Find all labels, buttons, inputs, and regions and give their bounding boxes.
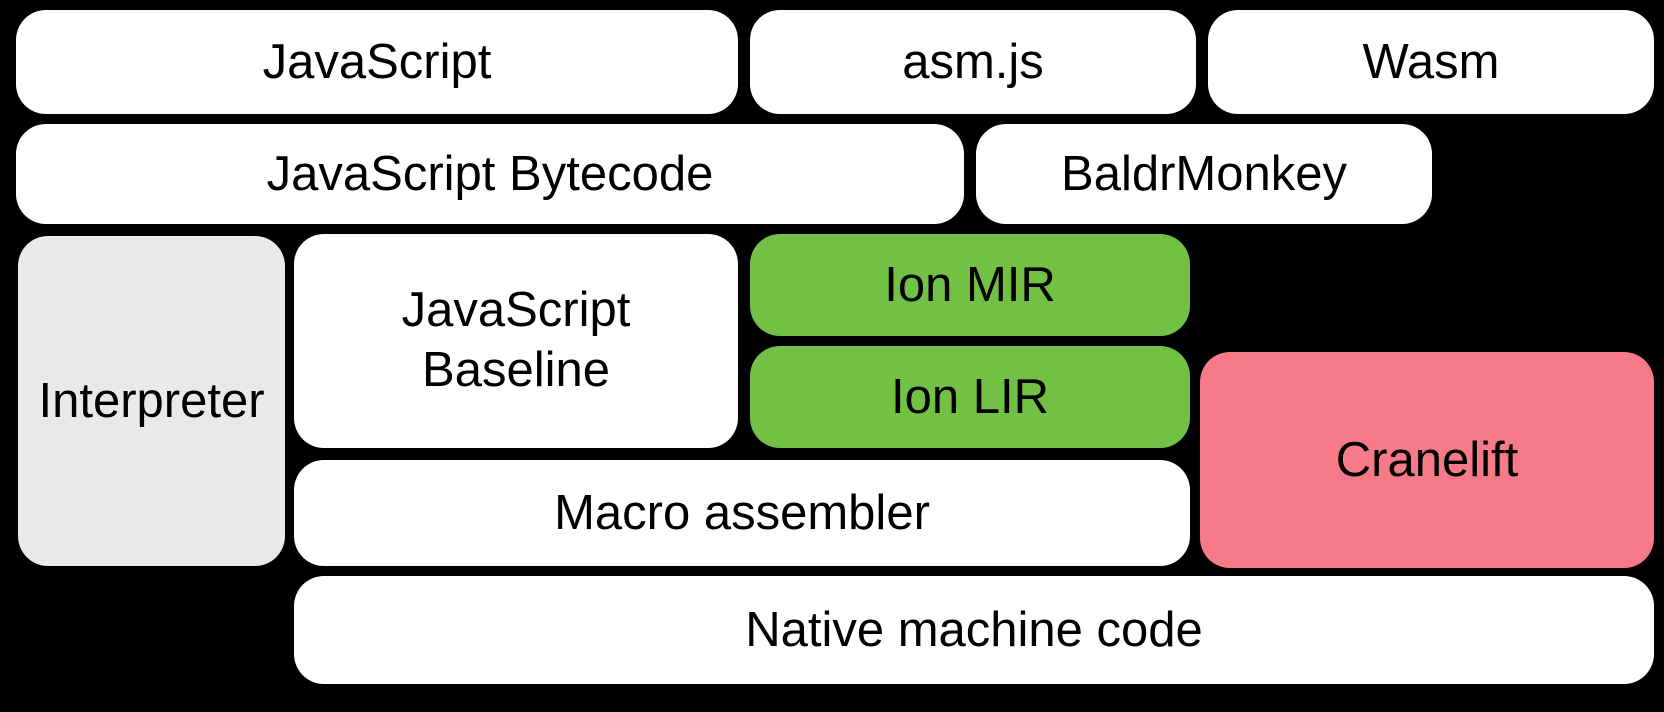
node-ion-lir-label: Ion LIR <box>891 369 1049 424</box>
node-asm-js: asm.js <box>750 10 1196 114</box>
node-cranelift: Cranelift <box>1200 352 1654 568</box>
node-asm-js-label: asm.js <box>902 34 1044 89</box>
node-wasm: Wasm <box>1208 10 1654 114</box>
node-javascript-baseline-line2: Baseline <box>422 343 610 397</box>
node-javascript-baseline: JavaScript Baseline <box>294 234 738 448</box>
node-baldrmonkey-label: BaldrMonkey <box>1061 146 1347 201</box>
node-native-machine-code-label: Native machine code <box>745 602 1203 657</box>
node-wasm-label: Wasm <box>1362 34 1500 89</box>
node-javascript-label: JavaScript <box>262 34 492 89</box>
node-javascript-bytecode: JavaScript Bytecode <box>16 124 964 224</box>
node-javascript: JavaScript <box>16 10 738 114</box>
node-ion-mir: Ion MIR <box>750 234 1190 336</box>
node-baldrmonkey: BaldrMonkey <box>976 124 1432 224</box>
node-ion-lir: Ion LIR <box>750 346 1190 448</box>
node-macro-assembler: Macro assembler <box>294 460 1190 566</box>
node-macro-assembler-label: Macro assembler <box>554 485 930 540</box>
node-interpreter-label: Interpreter <box>38 373 265 428</box>
node-interpreter: Interpreter <box>18 236 285 566</box>
node-cranelift-label: Cranelift <box>1335 432 1519 487</box>
node-ion-mir-label: Ion MIR <box>884 257 1056 312</box>
node-javascript-bytecode-label: JavaScript Bytecode <box>266 146 714 201</box>
node-javascript-baseline-line1: JavaScript <box>401 283 631 338</box>
node-native-machine-code: Native machine code <box>294 576 1654 684</box>
